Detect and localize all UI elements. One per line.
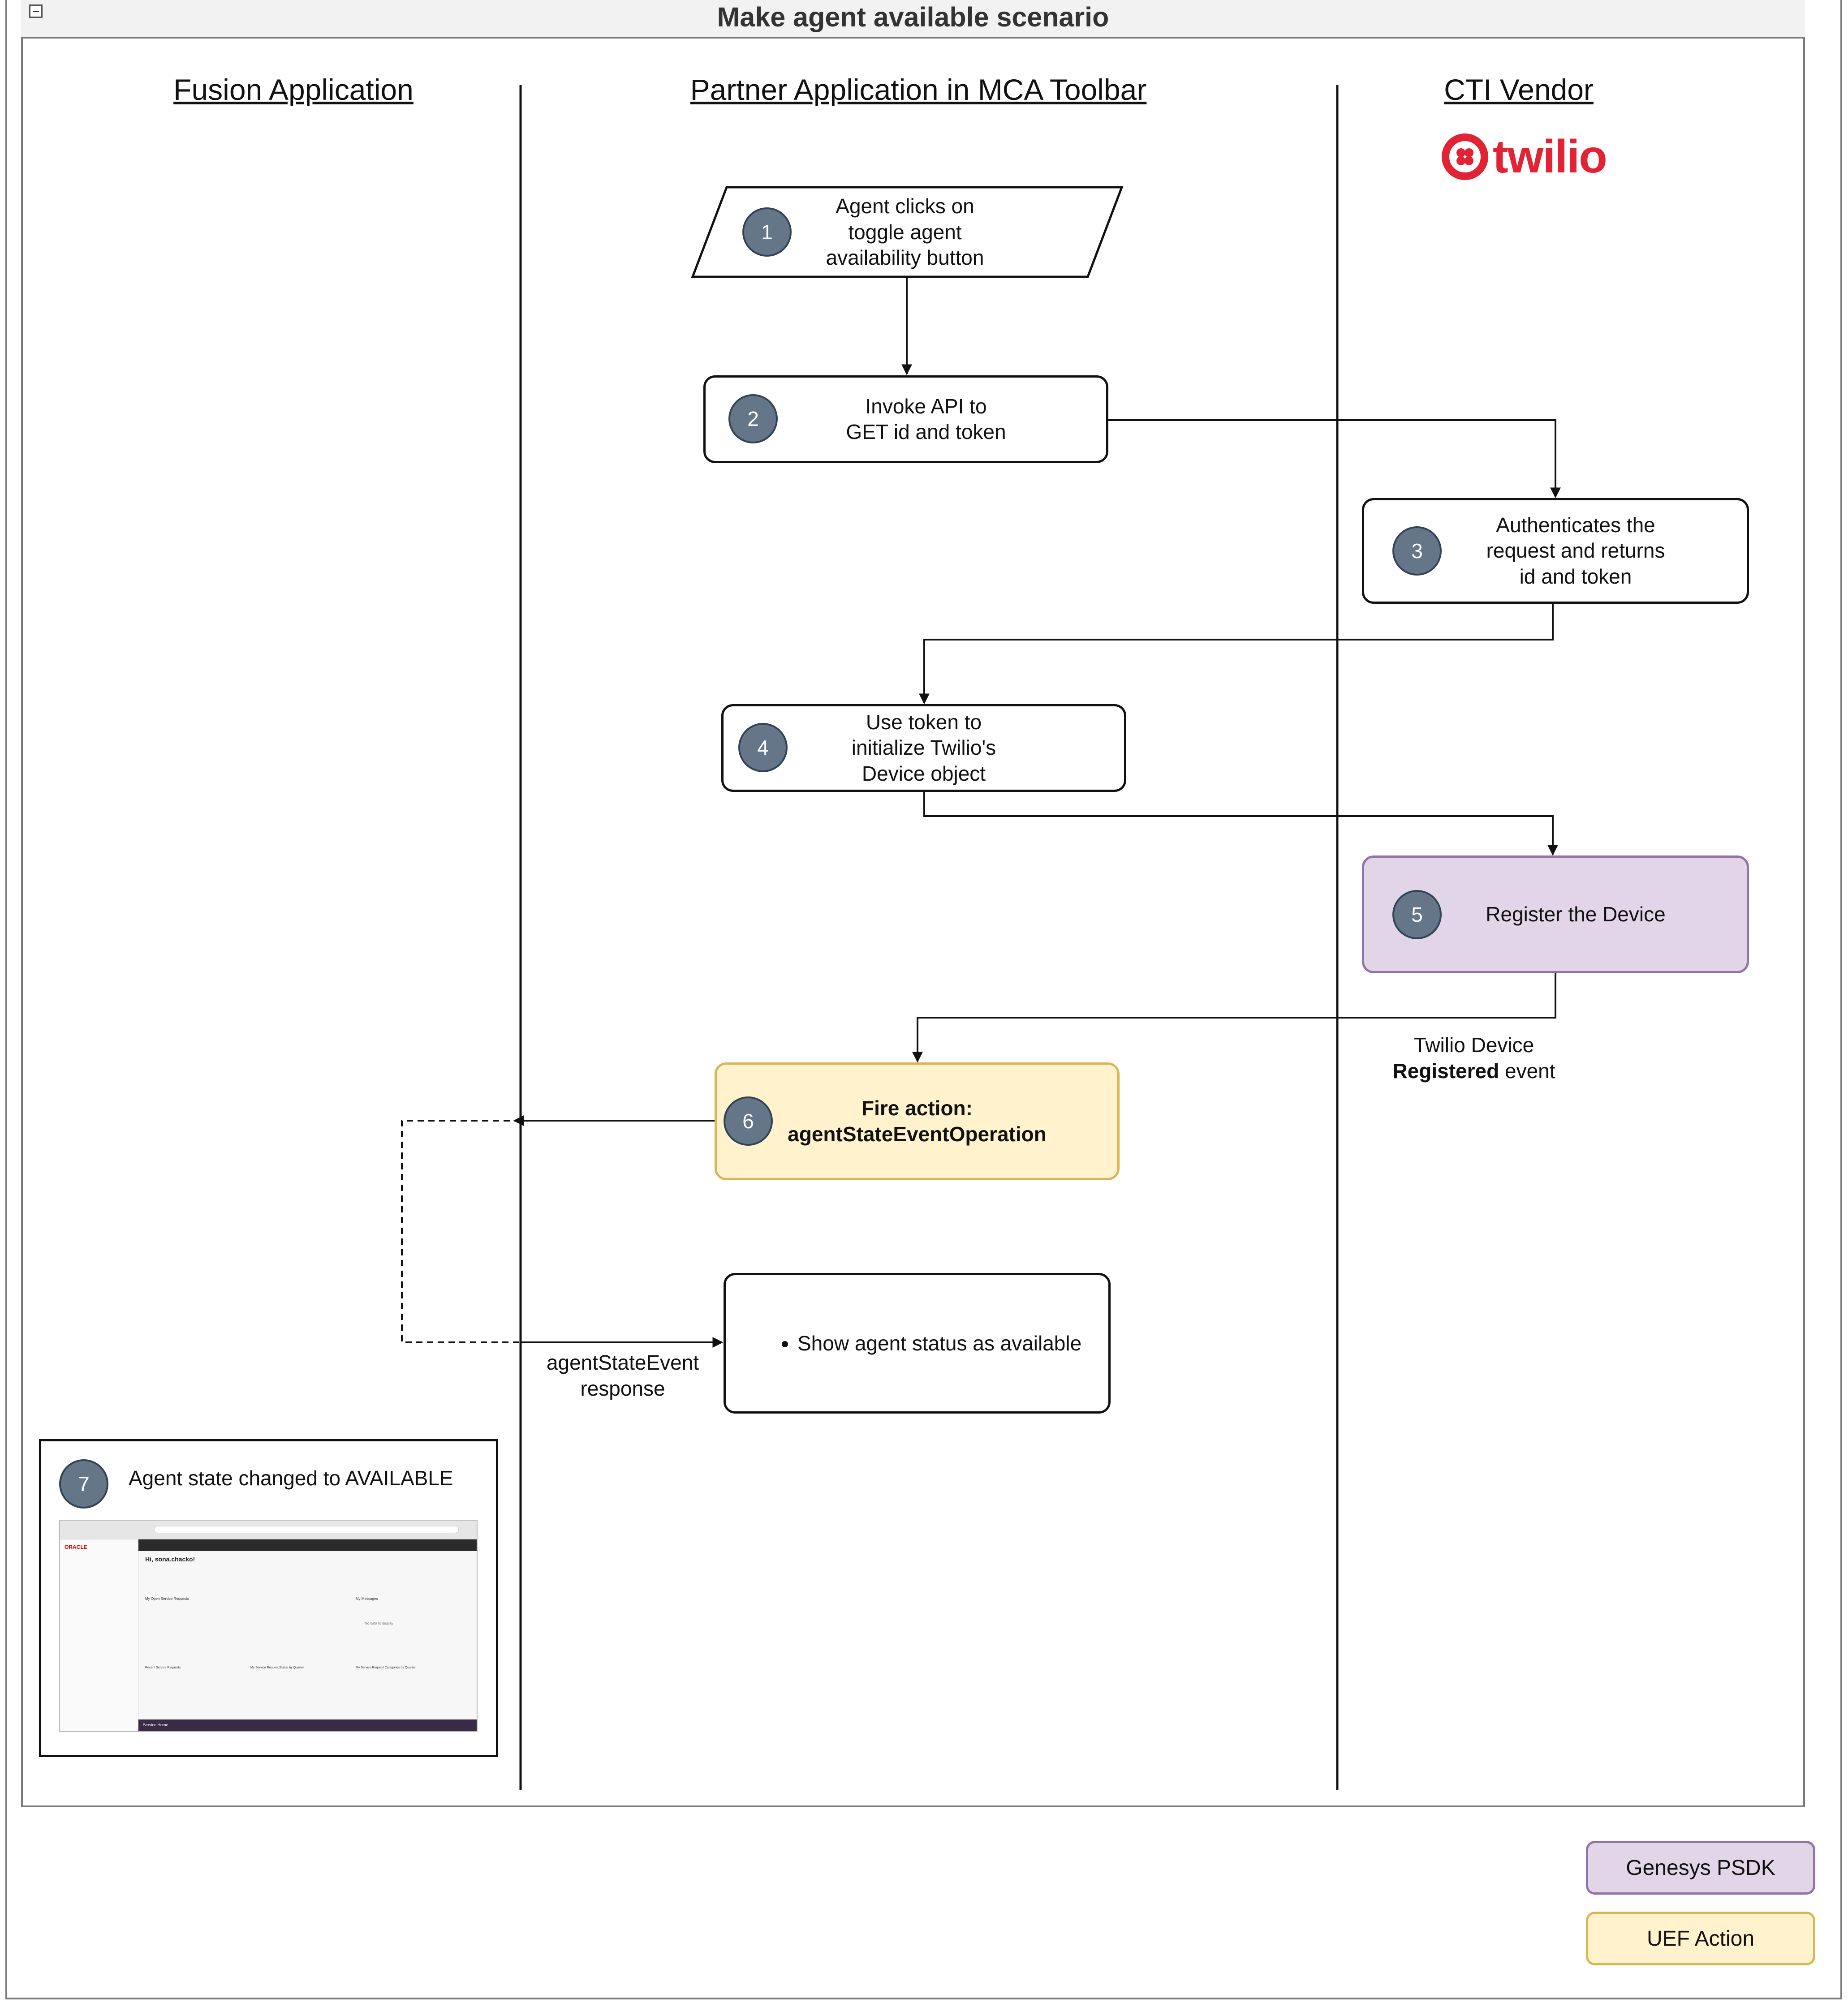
outer-border bbox=[5, 0, 1842, 1999]
footer-label: Service Home bbox=[143, 1723, 168, 1727]
lane-header-partner: Partner Application in MCA Toolbar bbox=[690, 73, 1147, 106]
oracle-brand: ORACLE bbox=[65, 1544, 87, 1550]
twilio-wordmark: twilio bbox=[1493, 131, 1607, 183]
legend-genesys-psdk: Genesys PSDK bbox=[1586, 1841, 1815, 1895]
diagram-title-text: Make agent available scenario bbox=[717, 2, 1109, 32]
step-5-text: Register the Device bbox=[1486, 902, 1666, 926]
twilio-registered-event-label: Twilio Device Registered event bbox=[1362, 1032, 1586, 1084]
section-messages: My Messages bbox=[356, 1597, 378, 1601]
fusion-app-screenshot: ORACLE Hi, sona.chacko! My Open Service … bbox=[59, 1520, 478, 1732]
step-7-text: Agent state changed to AVAILABLE bbox=[129, 1466, 453, 1490]
step-1-badge: 1 bbox=[742, 207, 792, 257]
step-4-box: Use token to initialize Twilio's Device … bbox=[721, 704, 1126, 792]
legend-genesys-label: Genesys PSDK bbox=[1626, 1856, 1775, 1880]
step-6-badge: 6 bbox=[724, 1096, 773, 1146]
step-1-parallelogram bbox=[691, 186, 1124, 278]
messages-empty: No data to display bbox=[365, 1621, 394, 1625]
step-5-badge: 5 bbox=[1392, 890, 1442, 939]
twilio-logo: twilio bbox=[1442, 133, 1607, 180]
step-4-badge: 4 bbox=[738, 723, 788, 772]
app-footer-bar: Service Home bbox=[138, 1719, 477, 1731]
step-3-badge: 3 bbox=[1392, 526, 1442, 576]
diagram-title: Make agent available scenario bbox=[21, 0, 1805, 39]
step-4-text: Use token to initialize Twilio's Device … bbox=[851, 710, 996, 785]
lane-header-fusion: Fusion Application bbox=[173, 73, 414, 106]
twilio-event-line2: Registered event bbox=[1362, 1058, 1586, 1084]
arrow-4-to-5 bbox=[923, 792, 1558, 856]
arrow-2-to-3 bbox=[1108, 419, 1561, 499]
show-status-box: Show agent status as available bbox=[724, 1273, 1111, 1414]
show-status-item: Show agent status as available bbox=[797, 1331, 1081, 1355]
mca-toolbar-sidebar: ORACLE bbox=[60, 1539, 138, 1731]
section-recent-requests: Recent Service Requests bbox=[145, 1666, 181, 1669]
section-open-requests: My Open Service Requests bbox=[145, 1597, 189, 1601]
response-label: agentStateEvent response bbox=[546, 1351, 699, 1400]
twilio-event-rest: event bbox=[1499, 1059, 1555, 1083]
lane-header-cti-vendor: CTI Vendor bbox=[1444, 73, 1594, 106]
step-6-box: Fire action: agentStateEventOperation bbox=[715, 1062, 1120, 1180]
step-7-panel: 7 Agent state changed to AVAILABLE ORACL… bbox=[39, 1439, 498, 1757]
arrow-3-to-4 bbox=[919, 604, 1554, 705]
app-greeting: Hi, sona.chacko! bbox=[145, 1556, 195, 1563]
legend-uef-action: UEF Action bbox=[1586, 1912, 1815, 1965]
step-2-badge: 2 bbox=[728, 394, 778, 443]
app-header-bar bbox=[138, 1539, 477, 1551]
step-5-box: Register the Device bbox=[1362, 855, 1749, 973]
dashed-response-loop bbox=[401, 1120, 521, 1343]
twilio-mark-icon bbox=[1442, 133, 1488, 180]
swimlane-container bbox=[21, 0, 1805, 1807]
step-7-badge: 7 bbox=[59, 1459, 108, 1509]
show-status-list: Show agent status as available bbox=[726, 1331, 1081, 1355]
address-bar bbox=[154, 1526, 459, 1533]
collapse-icon[interactable] bbox=[29, 4, 43, 18]
twilio-event-bold: Registered bbox=[1392, 1059, 1499, 1083]
section-status-by-quarter: My Service Request Status by Quarter bbox=[250, 1666, 304, 1669]
step-3-text: Authenticates the request and returns id… bbox=[1486, 513, 1665, 588]
section-categories-by-quarter: My Service Request Categories by Quarter bbox=[356, 1666, 416, 1669]
twilio-event-line1: Twilio Device bbox=[1413, 1033, 1534, 1057]
step-1-text: Agent clicks on toggle agent availabilit… bbox=[826, 194, 984, 269]
step-6-text: Fire action: agentStateEventOperation bbox=[788, 1096, 1047, 1146]
legend-uef-label: UEF Action bbox=[1646, 1926, 1755, 1951]
arrow-5-to-6 bbox=[912, 973, 1556, 1063]
step-2-text: Invoke API to GET id and token bbox=[846, 394, 1006, 444]
